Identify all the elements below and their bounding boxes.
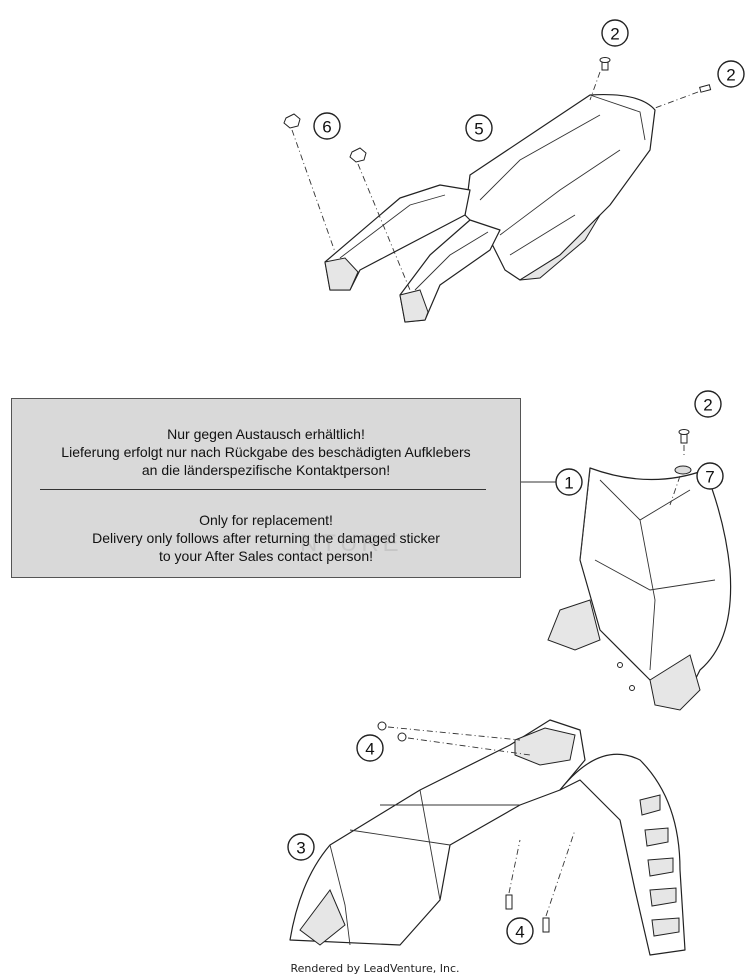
- svg-text:2: 2: [703, 396, 712, 415]
- watermark: NTURE: [300, 530, 403, 557]
- callout-6: 6: [313, 112, 341, 140]
- screw-side: [654, 84, 712, 109]
- nut-right: [349, 147, 411, 291]
- note-en-line-2: Delivery only follows after returning th…: [92, 530, 440, 546]
- front-fender: [289, 719, 686, 956]
- svg-text:6: 6: [322, 118, 331, 137]
- svg-text:3: 3: [296, 839, 305, 858]
- callout-1: 1: [555, 468, 583, 496]
- callout-2-plate: 2: [694, 390, 722, 418]
- svg-text:7: 7: [705, 468, 714, 487]
- svg-text:2: 2: [726, 66, 735, 85]
- note-german: Nur gegen Austausch erhältlich! Lieferun…: [12, 425, 520, 479]
- svg-text:2: 2: [610, 25, 619, 44]
- callout-3: 3: [287, 833, 315, 861]
- callout-5: 5: [465, 114, 493, 142]
- svg-text:4: 4: [515, 923, 524, 942]
- callout-2-top: 2: [601, 19, 629, 47]
- note-english: Only for replacement! Delivery only foll…: [12, 511, 520, 565]
- note-de-line-1: Nur gegen Austausch erhältlich!: [167, 426, 365, 442]
- callout-7: 7: [696, 462, 724, 490]
- svg-text:1: 1: [564, 474, 573, 493]
- svg-text:5: 5: [474, 120, 483, 139]
- rear-fender: [283, 57, 712, 323]
- note-divider: [40, 489, 486, 490]
- svg-text:4: 4: [365, 740, 374, 759]
- note-de-line-3: an die länderspezifische Kontaktperson!: [141, 462, 391, 478]
- callout-4-bottom: 4: [506, 917, 534, 945]
- callout-4-top: 4: [356, 734, 384, 762]
- note-en-line-1: Only for replacement!: [199, 512, 333, 528]
- render-credit: Rendered by LeadVenture, Inc.: [290, 962, 460, 975]
- note-de-line-2: Lieferung erfolgt nur nach Rückgabe des …: [61, 444, 471, 460]
- screw-top: [589, 57, 611, 101]
- number-plate: [547, 429, 732, 711]
- note-en-line-3: to your After Sales contact person!: [158, 548, 373, 564]
- callout-2-side: 2: [717, 60, 745, 88]
- replacement-note-box: Nur gegen Austausch erhältlich! Lieferun…: [11, 398, 521, 578]
- nut-left: [283, 113, 336, 253]
